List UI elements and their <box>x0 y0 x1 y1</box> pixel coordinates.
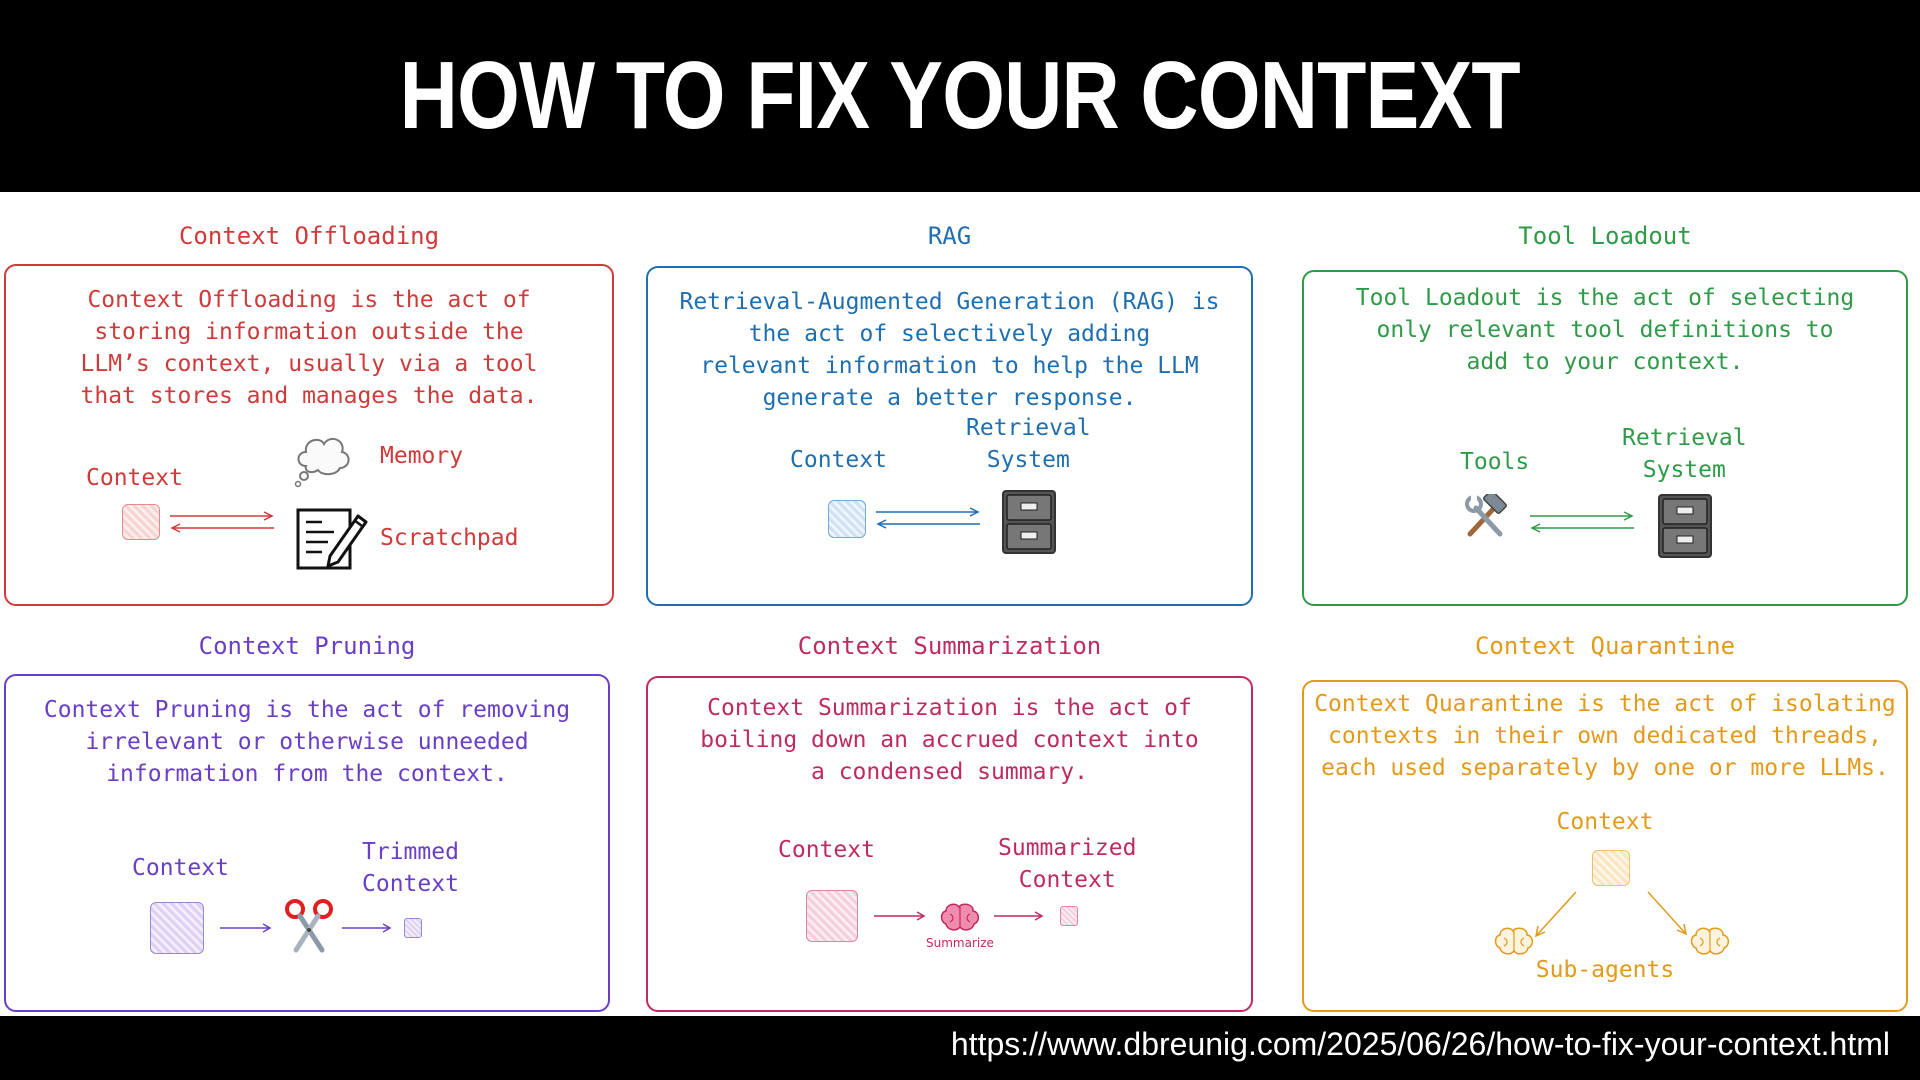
offloading-context-label: Context <box>86 465 183 491</box>
brain-icon <box>940 903 980 931</box>
offloading-title: Context Offloading <box>178 222 440 250</box>
source-url[interactable]: https://www.dbreunig.com/2025/06/26/how-… <box>950 1026 1890 1062</box>
pruning-arrow-1 <box>220 923 272 933</box>
summarization-panel: Context Summarization is the act of boil… <box>646 676 1253 1012</box>
rag-arrows <box>876 507 980 529</box>
offloading-description: Context Offloading is the act of storing… <box>80 287 538 409</box>
quarantine-arrows <box>1534 891 1688 938</box>
file-cabinet-icon <box>1002 490 1056 554</box>
pruning-arrow-2 <box>342 923 392 933</box>
memo-icon <box>296 508 368 570</box>
summarization-context-label: Context <box>778 837 875 863</box>
summarized-context-square <box>1060 906 1078 926</box>
pruning-context-label: Context <box>132 855 229 881</box>
pruning-title: Context Pruning <box>198 632 416 660</box>
summarization-title: Context Summarization <box>797 632 1102 660</box>
quarantine-context-label: Context <box>1556 809 1654 835</box>
memory-label: Memory <box>380 443 464 469</box>
summarize-caption: Summarize <box>926 936 994 950</box>
offloading-arrows <box>170 511 274 533</box>
summarization-arrow-1 <box>874 911 926 921</box>
summarization-context-square <box>806 890 858 942</box>
quarantine-context-square <box>1592 850 1630 886</box>
scissors-icon <box>285 899 333 953</box>
rag-context-label: Context <box>790 447 887 473</box>
hammer-wrench-icon <box>1465 494 1507 537</box>
rag-retrieval-label: Retrieval System <box>966 415 1091 473</box>
summarization-description: Context Summarization is the act of boil… <box>700 695 1199 785</box>
pruning-description: Context Pruning is the act of removing i… <box>43 697 571 787</box>
tool-loadout-arrows <box>1530 511 1634 533</box>
quarantine-panel: Context Quarantine is the act of isolati… <box>1302 680 1908 1012</box>
tools-label: Tools <box>1460 449 1530 475</box>
tool-loadout-panel: Tool Loadout is the act of selecting onl… <box>1302 270 1908 606</box>
trimmed-context-label: Trimmed Context <box>362 839 459 897</box>
summarized-context-label: Summarized Context <box>998 835 1137 893</box>
quarantine-description: Context Quarantine is the act of isolati… <box>1314 691 1896 781</box>
offloading-context-square <box>122 504 160 540</box>
tool-loadout-title: Tool Loadout <box>1518 222 1692 250</box>
tool-loadout-retrieval-label: Retrieval System <box>1622 425 1747 483</box>
footer-bar: https://www.dbreunig.com/2025/06/26/how-… <box>0 1016 1920 1080</box>
pruning-context-square <box>150 902 204 954</box>
tool-loadout-description: Tool Loadout is the act of selecting onl… <box>1355 285 1855 375</box>
offloading-panel: Context Offloading is the act of storing… <box>4 264 614 606</box>
thought-bubble-icon <box>294 437 350 488</box>
summarization-arrow-2 <box>994 911 1044 921</box>
quarantine-title: Context Quarantine <box>1474 632 1736 660</box>
file-cabinet-icon <box>1658 494 1712 558</box>
subagents-label: Sub-agents <box>1535 957 1675 983</box>
rag-context-square <box>828 500 866 538</box>
brain-outline-icon <box>1494 927 1534 955</box>
rag-panel: Retrieval-Augmented Generation (RAG) is … <box>646 266 1253 606</box>
rag-description: Retrieval-Augmented Generation (RAG) is … <box>679 289 1220 411</box>
pruning-panel: Context Pruning is the act of removing i… <box>4 674 610 1012</box>
page-title: HOW TO FIX YOUR CONTEXT <box>399 42 1521 149</box>
brain-outline-icon <box>1690 927 1730 955</box>
scratchpad-label: Scratchpad <box>380 525 519 551</box>
header-bar: HOW TO FIX YOUR CONTEXT <box>0 0 1920 192</box>
rag-title: RAG <box>927 222 972 250</box>
trimmed-context-square <box>404 918 422 938</box>
